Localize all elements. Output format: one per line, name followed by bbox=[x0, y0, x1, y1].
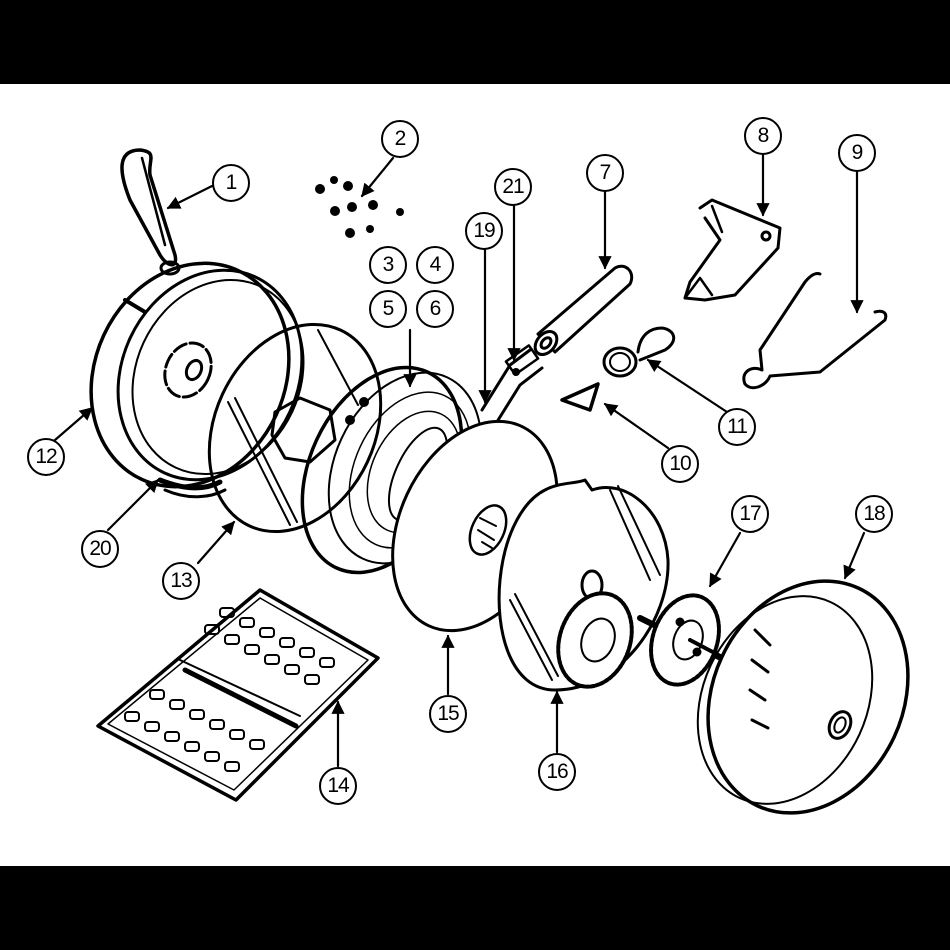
callout-1: 1 bbox=[212, 164, 250, 202]
callout-9: 9 bbox=[838, 134, 876, 172]
rear-plate-part bbox=[497, 478, 670, 692]
callout-15: 15 bbox=[429, 695, 467, 733]
front-plate-part bbox=[207, 322, 383, 534]
callout-5: 5 bbox=[369, 290, 407, 328]
strap-part bbox=[480, 344, 544, 427]
callout-8: 8 bbox=[744, 117, 782, 155]
screws-part bbox=[315, 176, 404, 238]
label-sheet-part bbox=[96, 588, 380, 802]
latch-part bbox=[683, 198, 782, 302]
callout-6: 6 bbox=[416, 290, 454, 328]
callout-13: 13 bbox=[162, 562, 200, 600]
wire-bracket-part bbox=[742, 272, 888, 390]
letterbox-bottom bbox=[0, 866, 950, 950]
clip-part bbox=[120, 148, 181, 276]
callout-14: 14 bbox=[319, 767, 357, 805]
leader-lines bbox=[53, 153, 866, 768]
swivel-part bbox=[602, 326, 676, 378]
rear-housing-part bbox=[696, 579, 910, 815]
letterbox-top bbox=[0, 0, 950, 84]
callout-17: 17 bbox=[731, 495, 769, 533]
callout-12: 12 bbox=[27, 438, 65, 476]
gasket-part bbox=[157, 477, 227, 499]
callout-2: 2 bbox=[381, 120, 419, 158]
front-housing-part bbox=[89, 261, 305, 489]
callout-11: 11 bbox=[718, 408, 756, 446]
callout-10: 10 bbox=[661, 445, 699, 483]
callout-21: 21 bbox=[494, 168, 532, 206]
callout-3: 3 bbox=[369, 246, 407, 284]
parts-illustration bbox=[53, 148, 910, 815]
callout-18: 18 bbox=[855, 495, 893, 533]
triangle-ring-part bbox=[560, 382, 600, 412]
callout-20: 20 bbox=[81, 530, 119, 568]
callout-16: 16 bbox=[538, 753, 576, 791]
gear-part bbox=[637, 593, 728, 687]
callout-7: 7 bbox=[586, 154, 624, 192]
tube-part bbox=[533, 264, 634, 357]
diagram-canvas: 1 2 3 4 5 6 7 8 9 10 11 12 13 14 15 16 1… bbox=[0, 84, 950, 866]
callout-19: 19 bbox=[465, 212, 503, 250]
callout-4: 4 bbox=[416, 246, 454, 284]
